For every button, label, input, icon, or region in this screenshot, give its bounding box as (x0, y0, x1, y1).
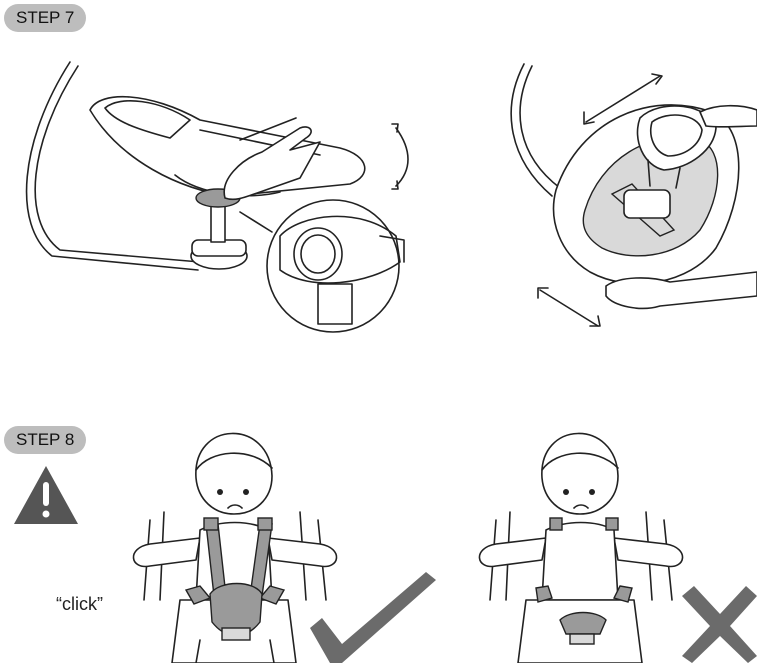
cross-mark-icon (682, 586, 757, 663)
child-harness-correct-illustration (133, 433, 336, 663)
rotate-seat-illustration (511, 64, 757, 326)
check-mark-icon (310, 572, 436, 663)
warning-triangle-icon (14, 466, 78, 524)
recline-adjust-illustration (27, 62, 408, 332)
child-harness-incorrect-illustration (479, 433, 682, 663)
